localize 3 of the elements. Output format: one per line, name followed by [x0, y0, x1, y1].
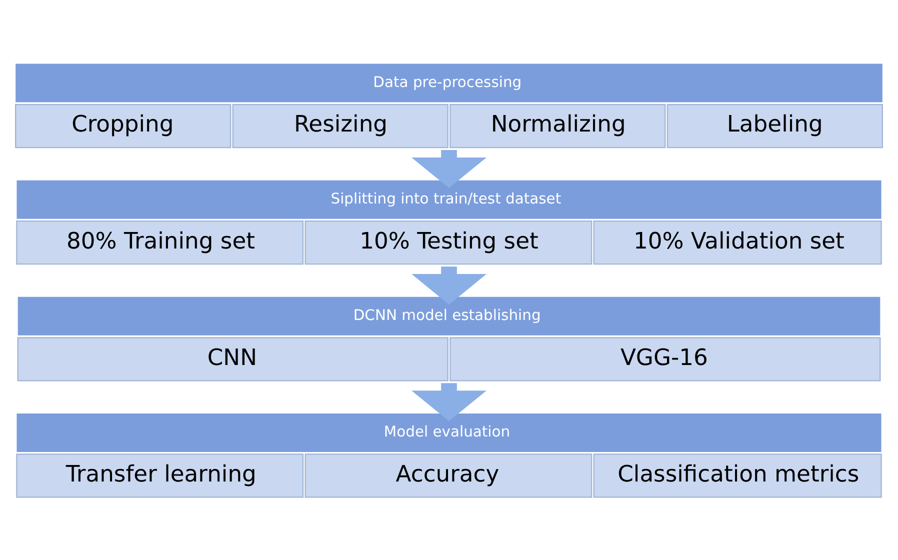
arrow — [412, 382, 486, 421]
arrow — [412, 150, 486, 188]
arrow — [412, 266, 486, 304]
